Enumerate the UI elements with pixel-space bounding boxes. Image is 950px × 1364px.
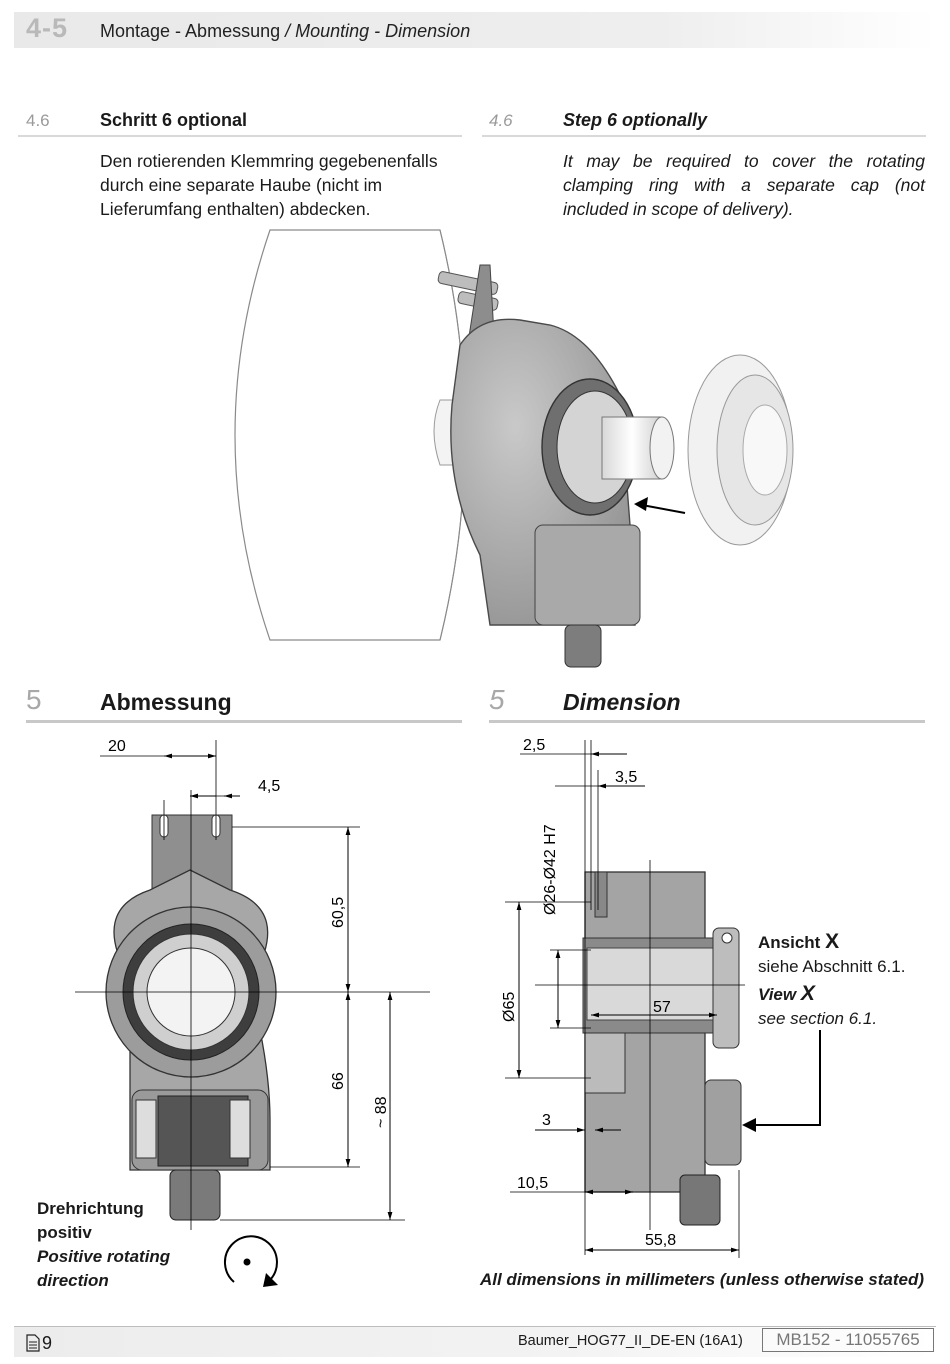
page-icon [26,1334,40,1352]
dimension-title-en: Dimension [563,689,681,715]
step-rule-en [482,135,926,137]
document-reference: MB152 - 11055765 [762,1328,934,1352]
dim-flange-thickness: 2,5 [523,737,545,754]
step-title-en: Step 6 optionally [563,110,708,130]
step-text-en: It may be required to cover the rotating… [563,151,925,219]
page-title-separator: / [280,21,296,41]
dim-depth: 10,5 [517,1175,548,1192]
page-title: Montage - Abmessung / Mounting - Dimensi… [100,21,470,42]
view-x-ref-de: siehe Abschnitt 6.1. [758,957,906,976]
dim-slot: 4,5 [258,778,280,795]
rotation-label-de-1: Drehrichtung [37,1199,144,1218]
page-title-en: Mounting - Dimension [295,21,471,41]
step-number-en: 4.6 [489,111,513,130]
rotation-label-de-2: positiv [37,1223,92,1242]
view-x-label-de: Ansicht X [758,930,840,953]
encoder-housing [450,318,675,668]
dim-diameter: Ø65 [501,992,518,1022]
motor-housing [234,229,481,641]
dim-lower-height: 66 [330,1072,347,1090]
dimension-rule-de [26,720,462,723]
step-title-de: Schritt 6 optional [100,110,248,130]
step-rule-de [18,135,462,137]
document-name: Baumer_HOG77_II_DE-EN (16A1) [518,1333,743,1349]
dim-total-height: ~ 88 [373,1096,390,1128]
rotation-label-en-1: Positive rotating [37,1247,171,1266]
rotation-direction-icon [224,1235,278,1287]
step-text-de: Den rotierenden Klemmring gegebenenfalls… [100,151,438,219]
dimension-note: All dimensions in millimeters (unless ot… [479,1270,924,1289]
page-title-de: Montage - Abmessung [100,21,281,41]
dim-overall: 55,8 [645,1232,676,1249]
dimension-rule-en [489,720,925,723]
dimension-number-en: 5 [489,684,505,715]
view-x-label-en: View X [758,982,815,1005]
dimension-number-de: 5 [26,684,42,715]
dim-offset: 3 [542,1112,551,1129]
encoder-side-body [582,871,742,1226]
step-number-de: 4.6 [26,111,50,130]
dim-upper-height: 60,5 [330,897,347,928]
dim-bore: Ø26-Ø42 H7 [542,824,559,915]
mounting-illustration [234,229,794,668]
front-view-drawing: 20 4,5 60,5 66 ~ 88 [75,738,430,1230]
view-x-arrow [742,1030,821,1132]
section-number: 4-5 [26,13,69,43]
view-x-ref-en: see section 6.1. [758,1009,878,1028]
protective-cap [687,354,794,546]
header-bar [14,12,936,48]
rotation-label-en-2: direction [37,1271,109,1290]
dim-top-width: 20 [108,738,126,755]
dim-gap: 3,5 [615,769,637,786]
encoder-front-body [105,814,277,1221]
side-view-drawing: 2,5 3,5 Ø26-Ø42 H7 Ø65 57 3 10,5 55,8 [501,737,745,1258]
direction-arrow [634,497,686,514]
dim-length: 57 [653,999,671,1016]
dimension-title-de: Abmessung [100,689,232,715]
page-number: 9 [42,1333,53,1353]
